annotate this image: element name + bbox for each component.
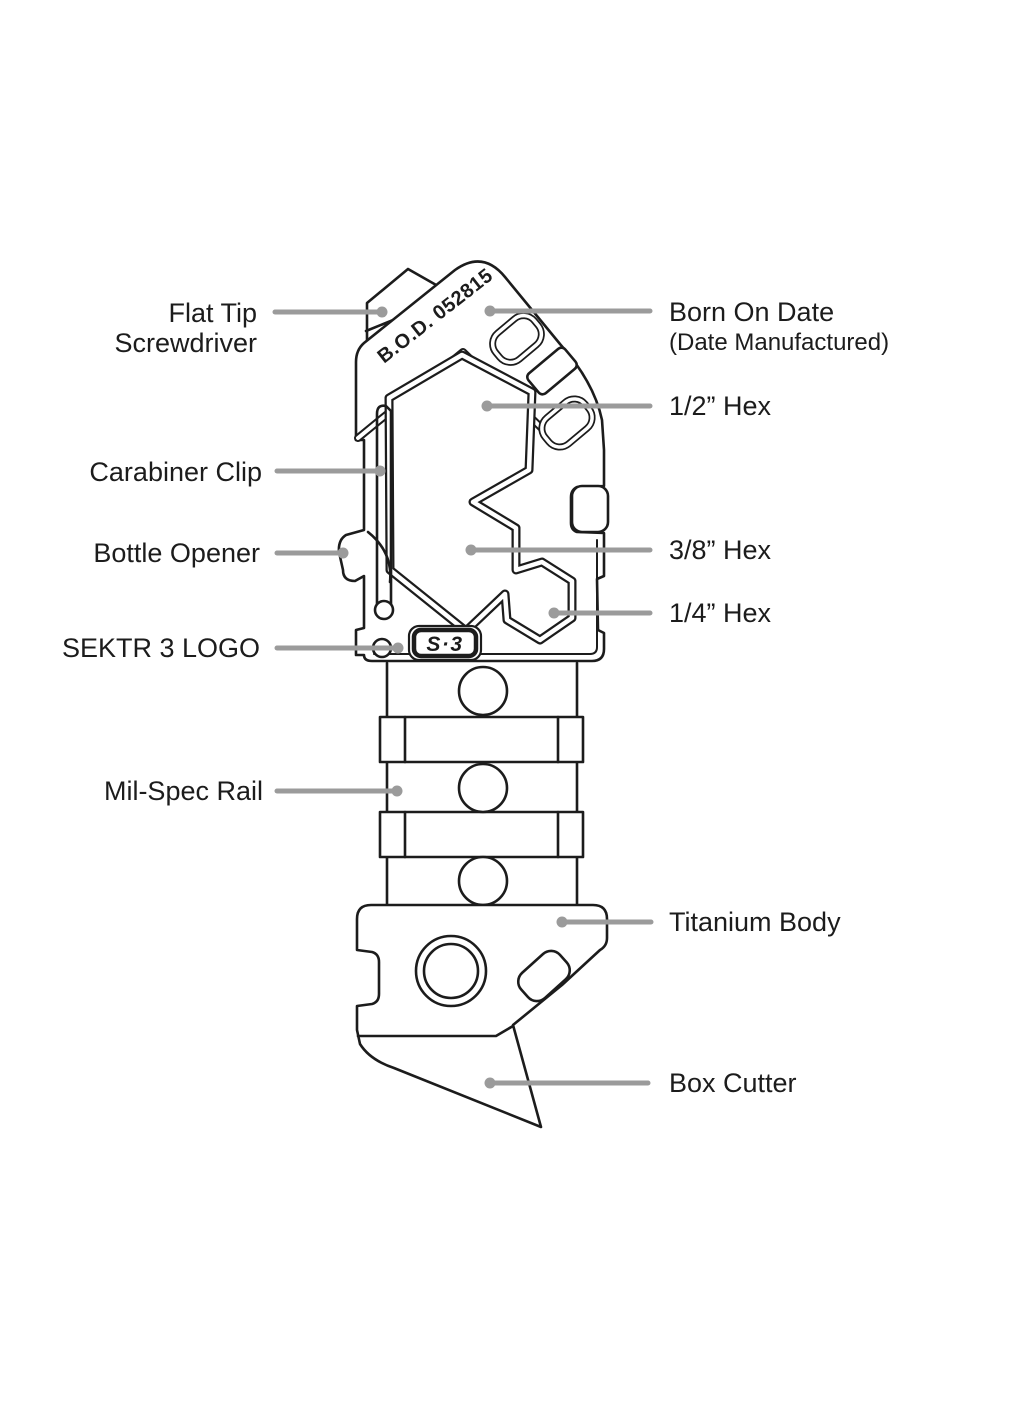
bottle-opener-lip <box>366 530 392 584</box>
sektr-logo-badge <box>407 624 483 662</box>
label-hex-three-eighths: 3/8” Hex <box>669 535 772 565</box>
leader-bottle-opener <box>274 547 349 559</box>
label-flat-tip-line2: Screwdriver <box>114 328 257 358</box>
leader-hex-quarter <box>548 607 653 619</box>
label-hex-half: 1/2” Hex <box>669 391 772 421</box>
label-flat-tip-line1: Flat Tip <box>168 298 257 328</box>
lanyard-hole <box>414 934 488 1008</box>
label-box-cutter: Box Cutter <box>669 1068 797 1098</box>
callouts-right-column: Born On Date (Date Manufactured) 1/2” He… <box>669 297 889 1098</box>
leader-hex-half <box>481 400 653 412</box>
leader-carabiner <box>274 465 386 477</box>
leader-box-cutter <box>484 1077 651 1089</box>
callouts-left-column: Flat Tip Screwdriver Carabiner Clip Bott… <box>62 298 263 806</box>
label-mil-spec-rail: Mil-Spec Rail <box>104 776 263 806</box>
rail-hole <box>457 665 509 717</box>
finger-notch <box>570 484 610 534</box>
label-bottle-opener: Bottle Opener <box>93 538 260 568</box>
rail-hole <box>457 855 509 907</box>
titanium-body-shape <box>355 903 609 1129</box>
leader-flat-tip <box>272 306 388 318</box>
mil-spec-rail-shape <box>378 661 585 907</box>
carabiner-clip-shape <box>373 404 395 621</box>
label-date-manufactured: (Date Manufactured) <box>669 329 889 356</box>
rail-hole <box>457 762 509 814</box>
leader-sektr-logo <box>274 642 404 654</box>
leader-bod <box>484 305 653 317</box>
leader-mil-spec <box>274 785 403 797</box>
body-blade-separator <box>356 1024 515 1038</box>
label-born-on-date: Born On Date <box>669 297 834 327</box>
label-sektr-logo: SEKTR 3 LOGO <box>62 633 260 663</box>
label-hex-quarter: 1/4” Hex <box>669 598 772 628</box>
leader-hex-three-eighths <box>465 544 653 556</box>
sektr-logo-text: S·3 <box>426 633 463 656</box>
label-titanium-body: Titanium Body <box>669 907 841 937</box>
hex-cutout-chain <box>384 350 577 645</box>
leader-titanium <box>556 916 654 928</box>
lanyard-hole-inner <box>422 942 480 1000</box>
label-carabiner-clip: Carabiner Clip <box>89 457 262 487</box>
